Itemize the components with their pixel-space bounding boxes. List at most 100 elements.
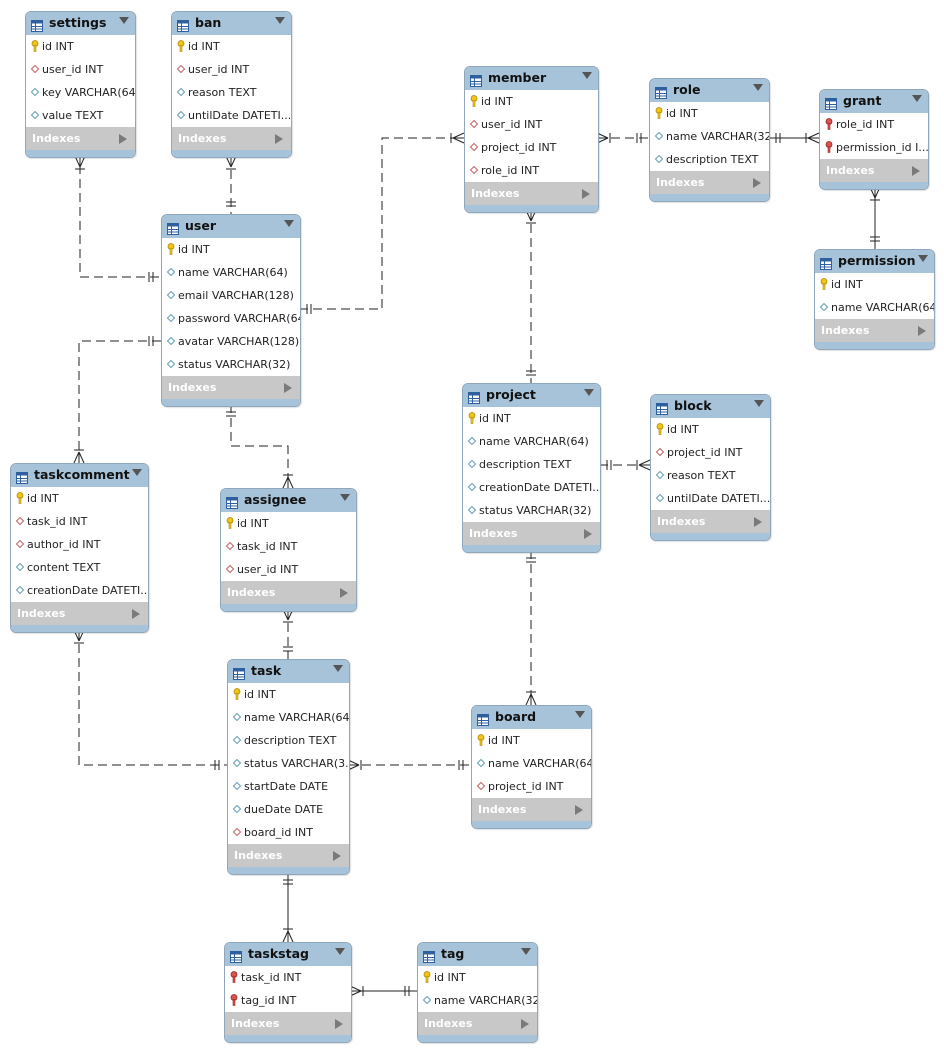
indexes-section[interactable]: Indexes [225, 1012, 351, 1035]
expand-arrow-icon[interactable] [119, 134, 127, 144]
field-row[interactable]: id INT [651, 418, 770, 441]
table-header[interactable]: block [651, 395, 770, 418]
expand-arrow-icon[interactable] [333, 851, 341, 861]
field-row[interactable]: name VARCHAR(32) [650, 125, 769, 148]
expand-arrow-icon[interactable] [753, 178, 761, 188]
indexes-section[interactable]: Indexes [26, 127, 135, 150]
table-header[interactable]: role [650, 79, 769, 102]
field-row[interactable]: permission_id I... [820, 136, 928, 159]
table-header[interactable]: taskstag [225, 943, 351, 966]
field-row[interactable]: task_id INT [221, 535, 356, 558]
expand-arrow-icon[interactable] [912, 166, 920, 176]
field-row[interactable]: user_id INT [26, 58, 135, 81]
field-row[interactable]: email VARCHAR(128) [162, 284, 300, 307]
field-row[interactable]: reason TEXT [651, 464, 770, 487]
field-row[interactable]: board_id INT [228, 821, 349, 844]
field-row[interactable]: key VARCHAR(64) [26, 81, 135, 104]
field-row[interactable]: tag_id INT [225, 989, 351, 1012]
indexes-section[interactable]: Indexes [172, 127, 291, 150]
field-row[interactable]: description TEXT [650, 148, 769, 171]
field-row[interactable]: startDate DATE [228, 775, 349, 798]
field-row[interactable]: description TEXT [463, 453, 600, 476]
field-row[interactable]: project_id INT [465, 136, 598, 159]
field-row[interactable]: user_id INT [172, 58, 291, 81]
expand-arrow-icon[interactable] [275, 134, 283, 144]
table-header[interactable]: permission [815, 250, 934, 273]
field-row[interactable]: id INT [815, 273, 934, 296]
field-row[interactable]: id INT [650, 102, 769, 125]
collapse-arrow-icon[interactable] [132, 469, 142, 476]
indexes-section[interactable]: Indexes [815, 319, 934, 342]
field-row[interactable]: name VARCHAR(64) [228, 706, 349, 729]
field-row[interactable]: project_id INT [472, 775, 591, 798]
field-row[interactable]: author_id INT [11, 533, 148, 556]
expand-arrow-icon[interactable] [521, 1019, 529, 1029]
collapse-arrow-icon[interactable] [753, 84, 763, 91]
expand-arrow-icon[interactable] [918, 326, 926, 336]
field-row[interactable]: status VARCHAR(32) [463, 499, 600, 522]
field-row[interactable]: task_id INT [11, 510, 148, 533]
collapse-arrow-icon[interactable] [754, 400, 764, 407]
collapse-arrow-icon[interactable] [521, 948, 531, 955]
expand-arrow-icon[interactable] [335, 1019, 343, 1029]
field-row[interactable]: id INT [463, 407, 600, 430]
table-header[interactable]: task [228, 660, 349, 683]
field-row[interactable]: role_id INT [820, 113, 928, 136]
expand-arrow-icon[interactable] [584, 529, 592, 539]
expand-arrow-icon[interactable] [575, 805, 583, 815]
field-row[interactable]: name VARCHAR(64) [162, 261, 300, 284]
collapse-arrow-icon[interactable] [335, 948, 345, 955]
field-row[interactable]: id INT [162, 238, 300, 261]
table-header[interactable]: settings [26, 12, 135, 35]
indexes-section[interactable]: Indexes [221, 581, 356, 604]
collapse-arrow-icon[interactable] [912, 95, 922, 102]
field-row[interactable]: id INT [228, 683, 349, 706]
field-row[interactable]: id INT [26, 35, 135, 58]
field-row[interactable]: avatar VARCHAR(128) [162, 330, 300, 353]
field-row[interactable]: id INT [418, 966, 537, 989]
table-header[interactable]: ban [172, 12, 291, 35]
table-header[interactable]: user [162, 215, 300, 238]
table-header[interactable]: project [463, 384, 600, 407]
field-row[interactable]: content TEXT [11, 556, 148, 579]
indexes-section[interactable]: Indexes [418, 1012, 537, 1035]
field-row[interactable]: id INT [472, 729, 591, 752]
field-row[interactable]: user_id INT [465, 113, 598, 136]
field-row[interactable]: value TEXT [26, 104, 135, 127]
field-row[interactable]: description TEXT [228, 729, 349, 752]
field-row[interactable]: id INT [172, 35, 291, 58]
table-header[interactable]: grant [820, 90, 928, 113]
collapse-arrow-icon[interactable] [918, 255, 928, 262]
field-row[interactable]: status VARCHAR(3... [228, 752, 349, 775]
field-row[interactable]: user_id INT [221, 558, 356, 581]
expand-arrow-icon[interactable] [132, 609, 140, 619]
field-row[interactable]: reason TEXT [172, 81, 291, 104]
collapse-arrow-icon[interactable] [333, 665, 343, 672]
expand-arrow-icon[interactable] [582, 189, 590, 199]
collapse-arrow-icon[interactable] [582, 72, 592, 79]
field-row[interactable]: name VARCHAR(64) [463, 430, 600, 453]
collapse-arrow-icon[interactable] [284, 220, 294, 227]
field-row[interactable]: project_id INT [651, 441, 770, 464]
field-row[interactable]: role_id INT [465, 159, 598, 182]
collapse-arrow-icon[interactable] [584, 389, 594, 396]
field-row[interactable]: name VARCHAR(32) [418, 989, 537, 1012]
indexes-section[interactable]: Indexes [472, 798, 591, 821]
indexes-section[interactable]: Indexes [651, 510, 770, 533]
indexes-section[interactable]: Indexes [228, 844, 349, 867]
expand-arrow-icon[interactable] [340, 588, 348, 598]
indexes-section[interactable]: Indexes [650, 171, 769, 194]
field-row[interactable]: id INT [11, 487, 148, 510]
field-row[interactable]: id INT [221, 512, 356, 535]
table-header[interactable]: member [465, 67, 598, 90]
table-header[interactable]: tag [418, 943, 537, 966]
